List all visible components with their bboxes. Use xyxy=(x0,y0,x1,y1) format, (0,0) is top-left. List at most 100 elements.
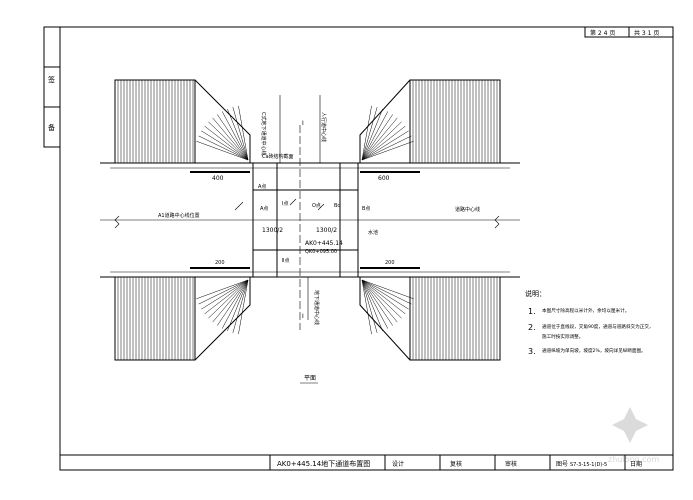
passage-box xyxy=(252,162,359,278)
binding-label-bottom: 备 xyxy=(48,123,55,132)
label-mid-a: A点 xyxy=(258,184,266,190)
binding-strip xyxy=(43,26,61,148)
design-label: 设计 xyxy=(392,460,404,468)
hatch-line xyxy=(361,279,383,332)
fan-lower-left xyxy=(196,279,249,335)
hatch-line xyxy=(361,107,378,161)
hatch-line xyxy=(361,279,389,329)
hatch-line xyxy=(208,279,249,319)
note-2-num: 2. xyxy=(528,323,536,332)
section-mark-bottom: Ⅰ xyxy=(302,313,304,320)
note-1-num: 1. xyxy=(528,307,536,316)
hatch-line xyxy=(198,279,249,305)
label-station-sub: QK0+095.00 xyxy=(305,249,337,255)
hatch-line xyxy=(212,279,249,323)
hatch-lower-right xyxy=(412,277,498,360)
label-center-note: Ca砖结构截面 xyxy=(262,153,294,160)
label-station: AK0+445.14 xyxy=(305,240,343,247)
dim-lower-right: 200 xyxy=(385,260,395,266)
hatch-line xyxy=(212,117,249,161)
hatch-line xyxy=(361,279,414,300)
dim-lower-left: 200 xyxy=(215,260,225,266)
hatch-line xyxy=(201,130,249,161)
check-label: 复核 xyxy=(450,460,462,468)
dim-left: 400 xyxy=(212,175,224,182)
plan-caption: 平面 xyxy=(304,375,316,382)
hatch-upper-left xyxy=(117,80,194,163)
note-2b-text: 施工时按实际调整。 xyxy=(542,333,583,340)
hatch-line xyxy=(227,108,249,161)
label-inner-2: Ⅱ点 xyxy=(282,258,289,264)
page-cell-current: 第 2 4 页 xyxy=(590,29,615,37)
note-2-text: 通道位于直线段，交角90度，通道与道路斜交为正交， xyxy=(542,323,654,330)
fan-upper-right xyxy=(361,105,414,161)
label-ab-right: B点 xyxy=(362,206,370,212)
hatch-line xyxy=(232,279,249,333)
drawing-no-label: 图号 xyxy=(556,461,568,468)
hatch-line xyxy=(361,130,409,161)
hatch-line xyxy=(361,279,378,333)
hatch-line xyxy=(227,279,249,332)
page-number-box: 第 2 4 页 共 3 1 页 xyxy=(584,26,674,38)
outer-frame xyxy=(59,26,674,471)
plan-drawing: C式地下通道中心线 人行道中心线 Ⅰ Ⅰ Ca砖结构截面 400 600 A点 … xyxy=(100,79,520,384)
hatch-line xyxy=(196,140,249,161)
hatch-line xyxy=(361,279,402,319)
label-right-upper: 人行道中心线 xyxy=(320,112,327,142)
page-cell-total: 共 3 1 页 xyxy=(634,29,659,37)
hatch-line xyxy=(217,279,249,326)
label-road-left: A1道路中心线位置 xyxy=(158,212,200,219)
notes-block: 说明： 1. 本图尺寸除高程以米计外，余均以厘米计。 2. 通道位于直线段，交角… xyxy=(525,289,654,356)
watermark: zhulong.com xyxy=(608,407,659,464)
hatch-line xyxy=(361,279,372,335)
hatch-line xyxy=(204,279,249,315)
hatch-line xyxy=(361,114,393,161)
hatch-line xyxy=(232,107,249,161)
hatch-upper-right xyxy=(412,80,498,163)
label-mid-c: Bc xyxy=(334,203,340,209)
label-mid-b: O点 xyxy=(312,203,321,209)
label-inner-1: Ⅰ点 xyxy=(282,201,288,207)
hatch-line xyxy=(361,135,412,161)
hatch-line xyxy=(201,279,249,310)
hatch-line xyxy=(361,105,372,161)
hatch-line xyxy=(196,279,249,300)
hatch-lower-left xyxy=(117,277,194,360)
drawing-no: S7-3-15-1(D)-5 xyxy=(570,462,607,468)
fan-lower-right xyxy=(361,279,414,335)
label-vertical-note: 地下通道中心线 xyxy=(313,290,320,325)
dim-center-right: 1300/2 xyxy=(316,227,337,234)
label-left-upper: C式地下通道中心线 xyxy=(260,112,267,156)
binding-label-top: 签 xyxy=(48,75,55,84)
label-mid-d: 水池 xyxy=(368,229,378,236)
note-3-num: 3. xyxy=(528,347,536,356)
hatch-line xyxy=(361,117,398,161)
hatch-line xyxy=(361,121,402,161)
hatch-line xyxy=(221,111,249,161)
review-label: 审核 xyxy=(505,460,517,468)
label-ab: A点 xyxy=(260,206,268,212)
watermark-logo-icon xyxy=(612,407,648,443)
hatch-line xyxy=(361,279,406,315)
drawing-title: AK0+445.14地下通道布置图 xyxy=(277,459,370,468)
hatch-line xyxy=(361,279,393,326)
title-block: AK0+445.14地下通道布置图 设计 复核 审核 图号 S7-3-15-1(… xyxy=(59,454,674,471)
fan-upper-left xyxy=(196,105,249,161)
hatch-line xyxy=(208,121,249,161)
hatch-line xyxy=(361,125,406,161)
hatch-line xyxy=(361,279,398,323)
dim-center-left: 1300/2 xyxy=(262,227,283,234)
dim-right: 600 xyxy=(378,175,390,182)
label-road-right: 道路中心线 xyxy=(455,206,480,213)
hatch-line xyxy=(361,279,409,310)
hatch-line xyxy=(361,279,412,305)
date-label: 日期 xyxy=(630,460,642,468)
hatch-line xyxy=(238,279,249,335)
hatch-line xyxy=(198,135,249,161)
hatch-line xyxy=(361,140,414,161)
hatch-line xyxy=(361,111,389,161)
hatch-line xyxy=(204,125,249,161)
watermark-text: zhulong.com xyxy=(608,455,659,464)
hatch-line xyxy=(361,108,383,161)
